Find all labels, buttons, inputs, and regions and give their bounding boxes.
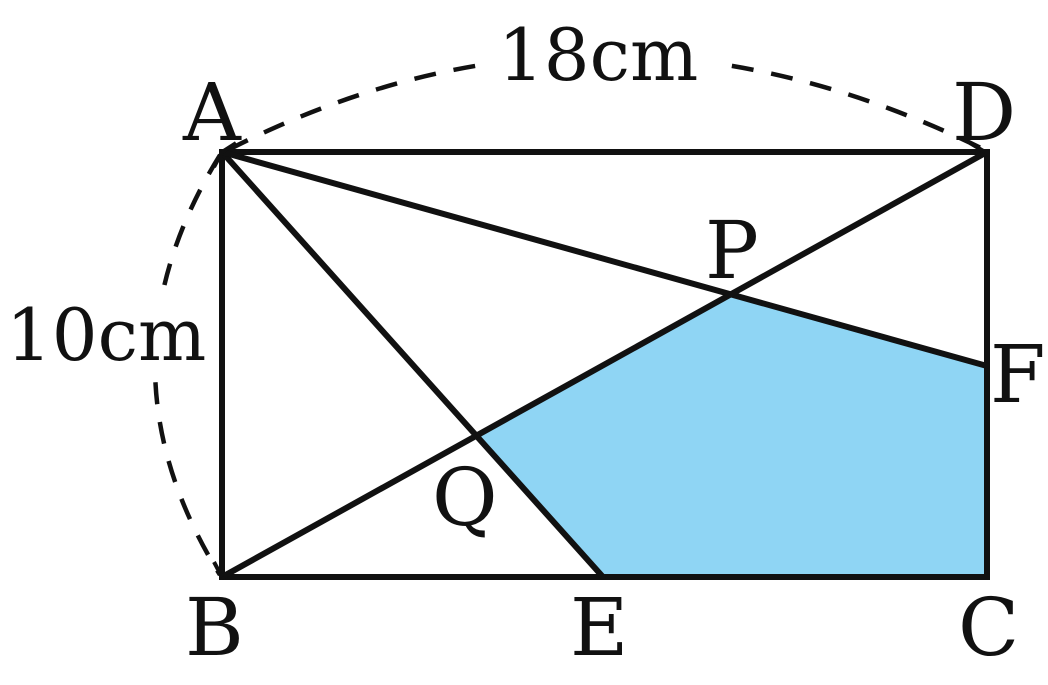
rectangle-abcd xyxy=(219,149,990,580)
shaded-region xyxy=(478,296,987,577)
measurement-top: 18cm xyxy=(498,13,698,97)
segment-af xyxy=(219,149,990,369)
segment-ae xyxy=(219,149,606,580)
label-d: D xyxy=(952,66,1016,159)
label-f: F xyxy=(990,328,1046,421)
diagonal-bd xyxy=(219,149,990,580)
label-e: E xyxy=(570,581,628,674)
label-q: Q xyxy=(432,451,498,544)
arrow-tip-a xyxy=(212,141,238,168)
measurement-left: 10cm xyxy=(6,293,206,377)
label-a: A xyxy=(182,66,242,159)
top-label-mask xyxy=(480,22,720,92)
arrow-tip-d xyxy=(968,141,987,154)
label-c: C xyxy=(958,581,1019,674)
left-label-mask xyxy=(4,300,210,368)
label-p: P xyxy=(705,204,759,297)
arrow-tip-b xyxy=(212,561,224,578)
left-dimension-arc xyxy=(152,153,222,577)
label-b: B xyxy=(185,581,244,674)
